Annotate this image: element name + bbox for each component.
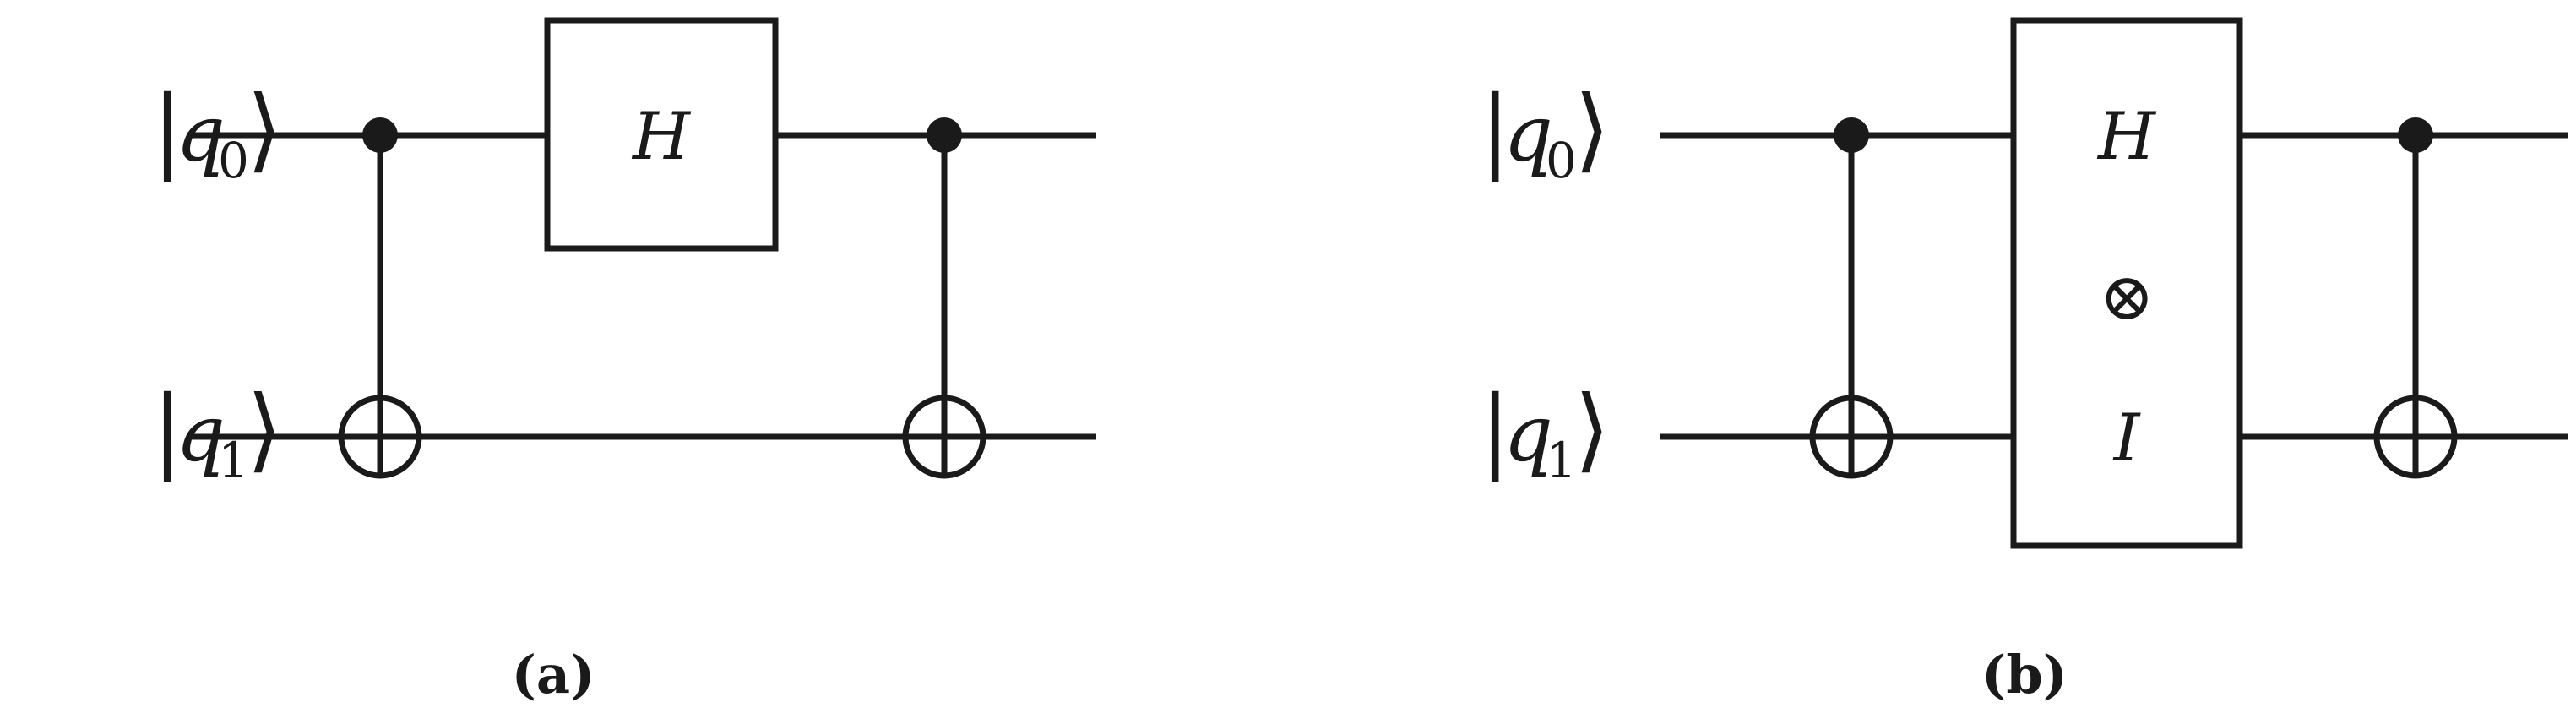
panel-a-cnot-1 [338,117,422,479]
hadamard-gate-box [544,17,779,252]
panel-a: | q 0 ⟩ | q 1 ⟩ H [152,17,1096,705]
panel-b-qubit1-label: q [1503,389,1553,479]
panel-b-qubit0-subscript: 0 [1546,132,1577,189]
tensor-product-symbol: ⊗ [2099,259,2154,335]
hadamard-gate-label: H [631,99,692,175]
panel-b-cnot-1 [1809,117,1894,479]
ket-left-bar: | [1480,77,1510,182]
ket-left-bar: | [152,377,182,482]
cnot-control-dot [2398,117,2433,153]
ket-left-bar: | [152,77,182,182]
panel-b-qubit1-subscript: 1 [1546,432,1577,489]
panel-a-caption: (a) [512,644,595,705]
cnot-control-dot [1834,117,1869,153]
tensor-gate-bottom-label: I [2112,400,2142,477]
ket-right-angle: ⟩ [247,377,282,482]
ket-right-angle: ⟩ [247,77,282,182]
panel-b-qubit0-ket: | q 0 ⟩ [1480,77,1610,189]
panel-a-qubit1-subscript: 1 [218,432,249,489]
panel-b-caption: (b) [1981,644,2068,705]
tensor-gate-box [2010,17,2243,549]
ket-right-angle: ⟩ [1574,377,1610,482]
panel-b-cnot-2 [2373,117,2458,479]
panel-b: | q 0 ⟩ | q 1 ⟩ H ⊗ I [1480,17,2568,705]
panel-a-qubit1-ket: | q 1 ⟩ [152,377,282,489]
ket-right-angle: ⟩ [1574,77,1610,182]
panel-b-tensor-gate: H ⊗ I [2010,17,2243,549]
tensor-gate-top-label: H [2096,99,2157,175]
panel-a-hadamard-gate: H [544,17,779,252]
panel-b-qubit1-ket: | q 1 ⟩ [1480,377,1610,489]
ket-left-bar: | [1480,377,1510,482]
cnot-control-dot [927,117,962,153]
panel-b-qubit0-label: q [1503,89,1553,179]
panel-a-qubit0-subscript: 0 [218,132,249,189]
panel-a-cnot-2 [902,117,986,479]
cnot-control-dot [362,117,398,153]
